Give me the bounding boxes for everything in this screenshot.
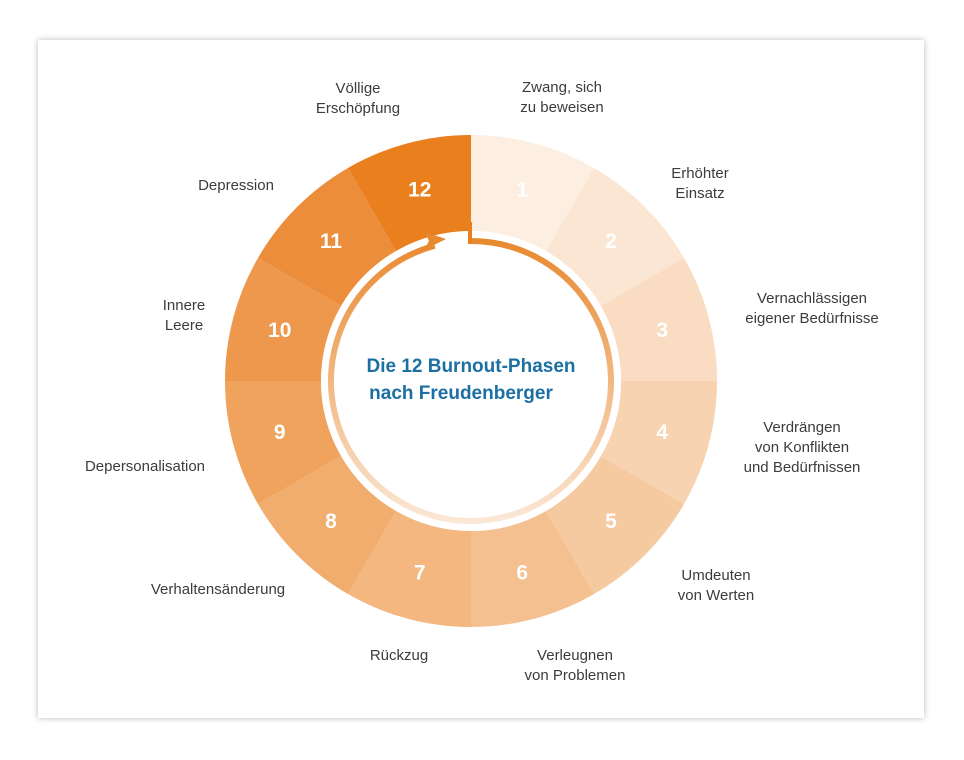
phase-label-3-line: Vernachlässigen	[757, 290, 867, 307]
phase-label-9: Depersonalisation	[85, 458, 205, 475]
phase-label-2-line: Erhöhter	[671, 165, 729, 182]
phase-segment-5	[546, 456, 685, 595]
phase-label-9-line: Depersonalisation	[85, 458, 205, 475]
phase-segment-6	[471, 510, 594, 627]
phase-label-4: Verdrängen von Konflikten und Bedürfnissen	[744, 419, 861, 476]
phase-label-4-line: und Bedürfnissen	[744, 459, 861, 476]
cycle-arrow	[321, 222, 621, 531]
phase-segment-1	[471, 135, 594, 252]
phase-label-10-line: Innere	[163, 297, 206, 314]
phase-label-2-line: Einsatz	[675, 185, 724, 202]
phase-number-4: 4	[656, 421, 668, 444]
phase-segment-2	[546, 167, 685, 306]
phase-label-6-line: Verleugnen	[537, 647, 613, 664]
phase-segment-9	[225, 381, 342, 504]
phase-segment-11	[257, 167, 396, 306]
phase-label-3: Vernachlässigen eigener Bedürfnisse	[745, 290, 878, 327]
phase-label-8-line: Verhaltensänderung	[151, 581, 285, 598]
inner-disc	[321, 231, 621, 531]
phase-label-5-line: Umdeuten	[681, 567, 750, 584]
phase-number-7: 7	[414, 561, 426, 584]
phase-ring	[225, 135, 717, 627]
phase-label-5: Umdeuten von Werten	[678, 567, 754, 604]
phase-label-1-line: zu beweisen	[520, 99, 603, 116]
phase-number-5: 5	[605, 510, 617, 533]
phase-number-10: 10	[268, 319, 291, 342]
phase-number-8: 8	[325, 510, 337, 533]
phase-label-4-line: Verdrängen	[763, 419, 841, 436]
phase-label-4-line: von Konflikten	[755, 439, 849, 456]
cycle-start-marker	[468, 222, 472, 244]
phase-label-6: Verleugnen von Problemen	[525, 647, 626, 684]
phase-label-11: Depression	[198, 177, 274, 194]
phase-label-5-line: von Werten	[678, 587, 754, 604]
phase-label-1: Zwang, sich zu beweisen	[520, 79, 603, 116]
phase-label-11-line: Depression	[198, 177, 274, 194]
cycle-arrow-head	[424, 232, 446, 250]
phase-segment-3	[600, 258, 717, 381]
phase-number-2: 2	[605, 230, 617, 253]
phase-number-9: 9	[274, 421, 286, 444]
phase-label-3-line: eigener Bedürfnisse	[745, 310, 878, 327]
phase-label-10-line: Leere	[165, 317, 203, 334]
diagram-title-line-1: Die 12 Burnout-Phasen	[366, 356, 575, 377]
phase-number-3: 3	[656, 319, 668, 342]
cycle-arrow-path	[328, 238, 614, 524]
phase-label-12-line: Erschöpfung	[316, 100, 400, 117]
phase-segment-4	[600, 381, 717, 504]
phase-segment-7	[348, 510, 471, 627]
phase-number-6: 6	[516, 561, 528, 584]
phase-number-12: 12	[408, 179, 431, 202]
phase-segment-10	[225, 258, 342, 381]
phase-label-8: Verhaltensänderung	[151, 581, 285, 598]
phase-label-7: Rückzug	[370, 647, 428, 664]
phase-segment-12	[348, 135, 471, 252]
phase-label-12-line: Völlige	[335, 80, 380, 97]
phase-label-6-line: von Problemen	[525, 667, 626, 684]
diagram-title-line-2: nach Freudenberger	[369, 383, 553, 404]
phase-number-11: 11	[320, 230, 343, 253]
phase-label-1-line: Zwang, sich	[522, 79, 602, 96]
phase-segment-8	[257, 456, 396, 595]
phase-label-7-line: Rückzug	[370, 647, 428, 664]
phase-number-1: 1	[516, 179, 528, 202]
